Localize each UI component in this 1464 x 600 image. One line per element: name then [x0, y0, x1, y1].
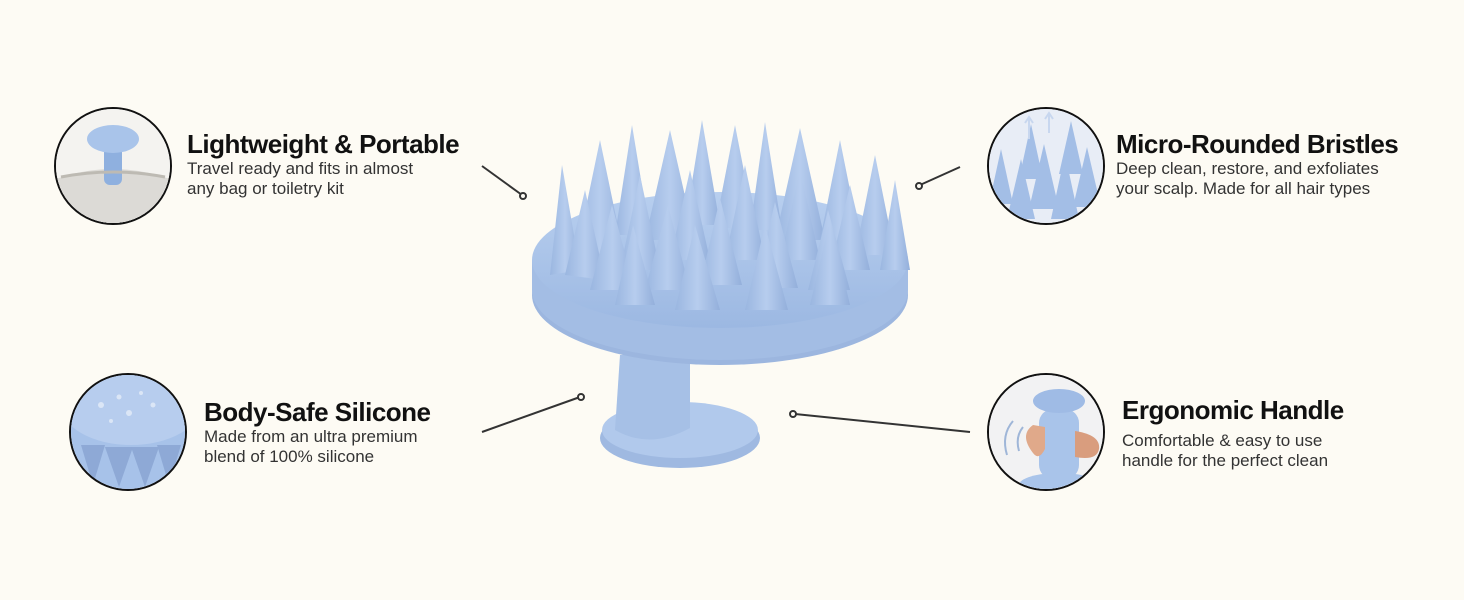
- feature-handle: Ergonomic Handle Comfortable & easy to u…: [1122, 395, 1344, 471]
- connector-dot-portable: [519, 192, 527, 200]
- feature-bristles-desc-line1: Deep clean, restore, and exfoliates: [1116, 159, 1379, 178]
- feature-portable-title: Lightweight & Portable: [187, 129, 460, 159]
- feature-bristles-title: Micro-Rounded Bristles: [1116, 129, 1399, 159]
- portable-feature-image: [54, 107, 172, 225]
- feature-silicone-desc-line2: blend of 100% silicone: [204, 447, 375, 466]
- connector-line-bristles: [919, 166, 961, 186]
- portable-pouch-icon: [56, 109, 170, 223]
- connector-dot-bristles: [915, 182, 923, 190]
- feature-bristles-desc-line2: your scalp. Made for all hair types: [1116, 179, 1371, 198]
- feature-bristles: Micro-Rounded Bristles Deep clean, resto…: [1116, 129, 1399, 199]
- bristles-closeup-icon: [989, 109, 1103, 223]
- connector-dot-silicone: [577, 393, 585, 401]
- scalp-massager-product-image: [532, 120, 910, 468]
- hand-grip-icon: [989, 375, 1103, 489]
- feature-handle-desc-line2: handle for the perfect clean: [1122, 451, 1329, 470]
- handle-feature-image: [987, 373, 1105, 491]
- silicone-feature-image: [69, 373, 187, 491]
- connector-line-silicone: [481, 396, 581, 433]
- connector-dot-handle: [789, 410, 797, 418]
- feature-handle-title: Ergonomic Handle: [1122, 395, 1344, 425]
- feature-handle-desc-line1: Comfortable & easy to use: [1122, 431, 1323, 450]
- feature-silicone-desc-line1: Made from an ultra premium: [204, 427, 418, 446]
- silicone-drop-icon: [71, 375, 185, 489]
- feature-portable: Lightweight & Portable Travel ready and …: [187, 129, 460, 199]
- feature-portable-desc-line2: any bag or toiletry kit: [187, 179, 344, 198]
- connector-line-handle: [794, 413, 971, 433]
- feature-portable-desc-line1: Travel ready and fits in almost: [187, 159, 414, 178]
- feature-silicone: Body-Safe Silicone Made from an ultra pr…: [204, 397, 431, 467]
- feature-silicone-title: Body-Safe Silicone: [204, 397, 431, 427]
- connector-line-portable: [481, 165, 523, 196]
- bristles-feature-image: [987, 107, 1105, 225]
